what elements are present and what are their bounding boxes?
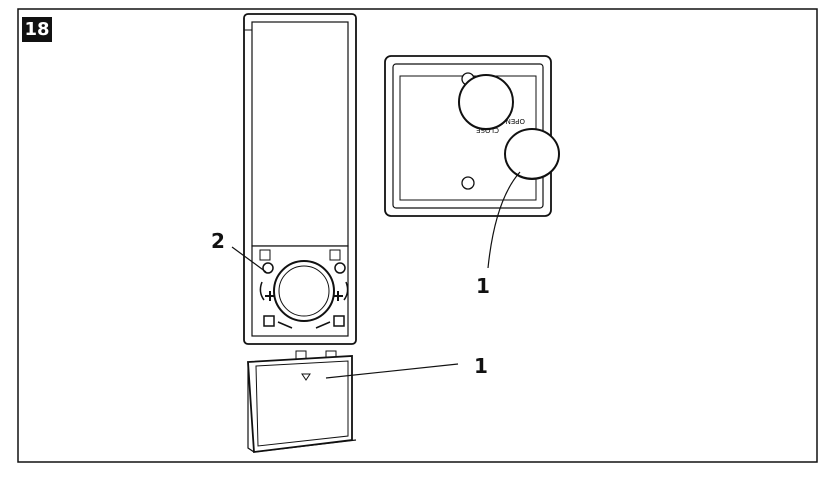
- leader-1-bottom: [325, 363, 459, 379]
- figure-number-badge: 18: [22, 17, 52, 42]
- callout-1-top-label: 1: [476, 274, 490, 298]
- loose-battery: [504, 128, 560, 180]
- wall-backplate: [384, 55, 552, 217]
- leader-lines: [231, 171, 521, 379]
- figure-border: [17, 8, 818, 463]
- battery-cover: [247, 350, 357, 454]
- open-label: OPEN: [506, 117, 525, 125]
- battery-contacts: [259, 262, 349, 329]
- leader-1-top: [487, 171, 521, 269]
- callout-2-label: 2: [211, 229, 225, 253]
- remote-battery: [273, 260, 335, 322]
- callout-1-bottom-label: 1: [474, 354, 488, 378]
- leader-2: [231, 246, 267, 273]
- close-label: CLOSE: [476, 126, 499, 134]
